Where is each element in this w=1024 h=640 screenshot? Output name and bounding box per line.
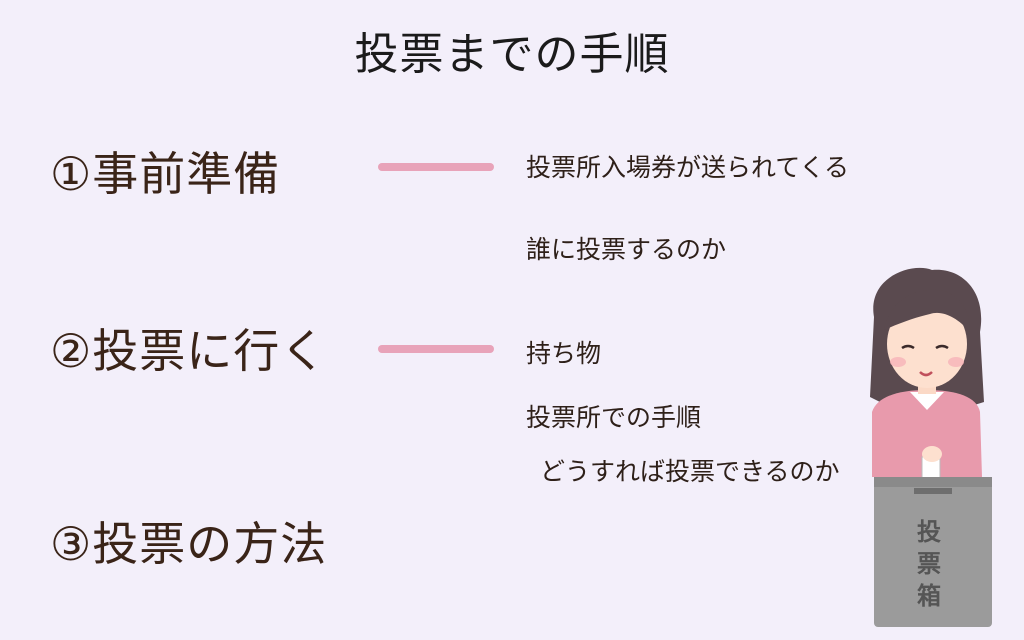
note-procedure: 投票所での手順 bbox=[526, 403, 702, 432]
ballot-box-label-2: 票 bbox=[917, 550, 941, 578]
note-how-to-vote: どうすれば投票できるのか bbox=[540, 457, 840, 486]
note-belongings: 持ち物 bbox=[526, 339, 602, 368]
ballot-box-label-1: 投 bbox=[917, 518, 941, 546]
step-preparation: ①事前準備 bbox=[50, 147, 281, 201]
step-voting-method: ③投票の方法 bbox=[50, 517, 328, 571]
connector-line-1 bbox=[378, 163, 494, 171]
note-ticket-sent: 投票所入場券が送られてくる bbox=[526, 153, 850, 182]
voter-illustration: 投 票 箱 bbox=[870, 267, 992, 627]
connector-line-2 bbox=[378, 345, 494, 353]
step-go-to-vote: ②投票に行く bbox=[50, 324, 328, 378]
ballot-box-label-3: 箱 bbox=[917, 582, 941, 610]
note-who-to-vote: 誰に投票するのか bbox=[526, 235, 727, 264]
page-title: 投票までの手順 bbox=[354, 29, 670, 80]
